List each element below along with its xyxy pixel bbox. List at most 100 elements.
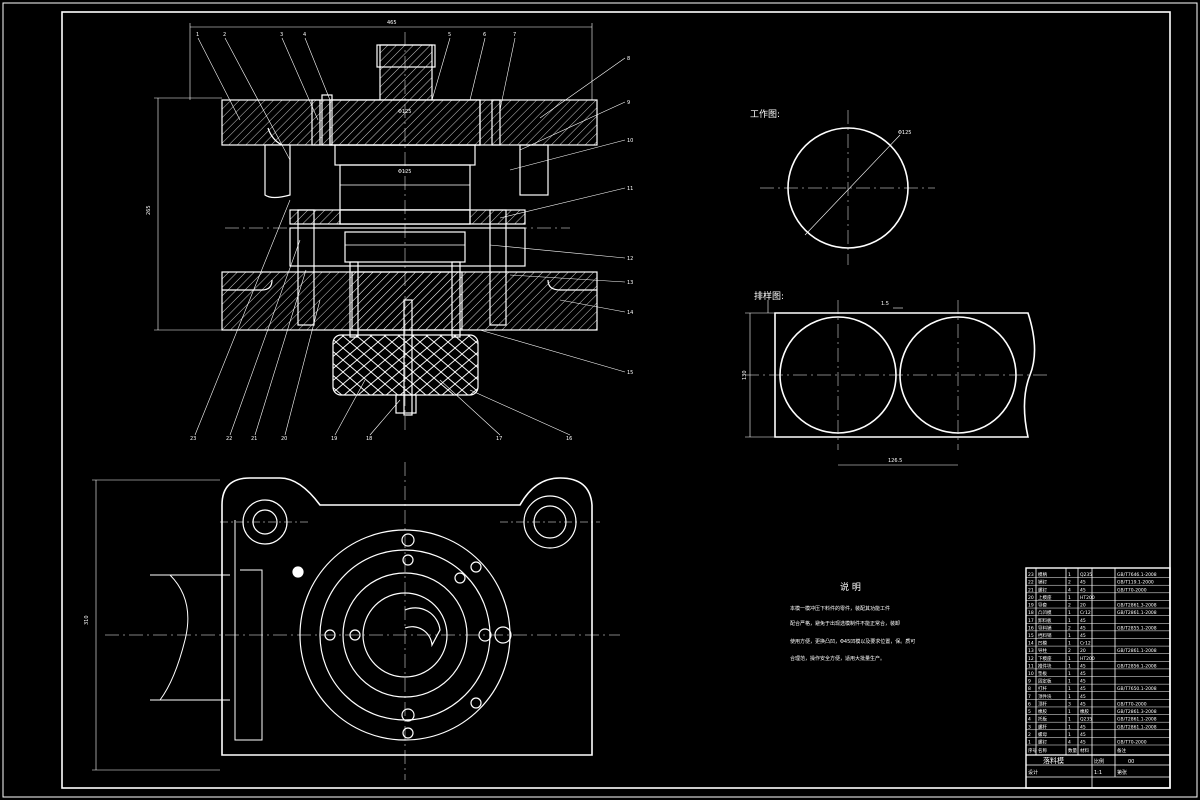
workpiece-title: 工作图: [750,108,780,120]
bom-cell-qty: 1 [1068,686,1071,692]
bom-cell-no: 13 [1028,648,1034,654]
bom-cell-qty: 1 [1068,633,1071,639]
part-number: 13 [627,280,633,286]
part-number: 18 [366,436,372,442]
part-number: 2 [223,32,226,38]
bom-cell-material: 45 [1080,724,1086,730]
part-number: 23 [190,436,196,442]
notes-line: 本模一模冲压下料件的零件，装配其功能工件 [790,605,890,612]
plan-height-label: 310 [84,615,90,625]
part-number: 15 [627,370,633,376]
notes-title: 说 明 [840,581,861,593]
title-block-sheet: 第张 [1117,769,1127,776]
bom-cell-remark: GB/T2861.3-2008 [1117,709,1157,715]
title-block-designer: 设计 [1028,769,1038,776]
bom-cell-material: 45 [1080,633,1086,639]
part-numbers-top: 1 2 3 4 5 6 7 [196,32,516,38]
bom-cell-material: HT200 [1080,656,1095,662]
top-dimension-label: 465 [387,20,397,26]
bom-cell-no: 12 [1028,656,1034,662]
bom-cell-material: 45 [1080,663,1086,669]
bom-cell-name: 导柱 [1038,647,1047,654]
bom-cell-qty: 1 [1068,732,1071,738]
bom-cell-material: 45 [1080,580,1086,586]
bom-cell-name: 下模座 [1038,655,1052,662]
bom-cell-qty: 1 [1068,572,1071,578]
bom-cell-qty: 4 [1068,740,1071,746]
bom-cell-remark: GB/T70-2000 [1117,587,1147,593]
bom-cell-name: 模柄 [1038,571,1047,578]
bom-cell-qty: 1 [1068,694,1071,700]
part-number: 14 [627,310,633,316]
bom-cell-qty: 1 [1068,679,1071,685]
bom-header-material: 材料 [1080,747,1089,754]
bom-cell-name: 橡胶 [1038,708,1047,715]
bom-cell-no: 20 [1028,595,1034,601]
bom-cell-qty: 1 [1068,671,1071,677]
bom-cell-remark: GB/T7646.1-2008 [1117,572,1157,578]
bom-cell-name: 凹模 [1038,640,1047,647]
plan-view [92,462,620,780]
bom-cell-name: 卸料板 [1038,617,1052,624]
bom-cell-material: 45 [1080,686,1086,692]
bom-cell-remark: GB/T7650.1-2008 [1117,686,1157,692]
bom-cell-remark: GB/T2861.3-2008 [1117,603,1157,609]
bom-cell-name: 顶件块 [1038,693,1052,700]
bom-cell-no: 3 [1028,724,1031,730]
bom-cell-no: 4 [1028,717,1031,723]
part-number: 11 [627,186,633,192]
bom-cell-qty: 2 [1068,648,1071,654]
notes-line: 使用方便，更换凸凹，Φ45凹模以及要求位置，保。质可 [790,638,915,645]
part-number: 3 [280,32,283,38]
height-dimension-label: 265 [146,205,152,215]
part-number: 17 [496,436,502,442]
bom-cell-name: 导料销 [1038,624,1052,631]
bom-cell-material: 45 [1080,740,1086,746]
strip-layout-title: 排样图: [754,290,784,302]
bom-cell-material: Q235 [1080,572,1092,578]
bom-cell-no: 6 [1028,701,1031,707]
bom-header-name: 名称 [1038,747,1047,754]
part-number: 21 [251,436,257,442]
bom-cell-name: 螺钉 [1038,586,1047,593]
section-view [154,23,626,436]
title-block [1025,567,1171,789]
bom-cell-qty: 3 [1068,701,1071,707]
bom-cell-name: 凸凹模 [1038,609,1052,616]
bom-cell-no: 19 [1028,603,1034,609]
bom-cell-remark: GB/T2856.1-2008 [1117,663,1157,669]
bom-cell-no: 22 [1028,580,1034,586]
bom-cell-material: 20 [1080,648,1086,654]
bom-cell-material: Q235 [1080,717,1092,723]
bom-cell-qty: 1 [1068,663,1071,669]
bom-cell-name: 螺母 [1038,731,1047,738]
bom-cell-no: 17 [1028,618,1034,624]
bom-cell-material: 橡胶 [1080,708,1089,715]
bom-cell-material: Cr12 [1080,641,1091,647]
bom-cell-material: 45 [1080,679,1086,685]
bom-cell-name: 导套 [1038,602,1047,609]
bom-cell-remark: GB/T2861.1-2008 [1117,610,1157,616]
bom-cell-name: 垫板 [1038,670,1047,677]
part-number: 12 [627,256,633,262]
bom-cell-remark: GB/T2861.1-2008 [1117,724,1157,730]
bom-header-no: 序号 [1028,747,1037,754]
bom-cell-name: 销钉 [1038,579,1047,586]
bom-cell-remark: GB/T70-2000 [1117,701,1147,707]
notes-line: 配合严格，避免于出现选模制件不能正常合，装卸 [790,620,900,627]
bom-cell-name: 打杆 [1038,685,1047,692]
bom-cell-qty: 1 [1068,717,1071,723]
bom-cell-no: 2 [1028,732,1031,738]
bom-cell-name: 托板 [1038,716,1047,723]
bom-cell-no: 10 [1028,671,1034,677]
strip-gap-label: 1.5 [881,301,889,307]
bom-cell-no: 5 [1028,709,1031,715]
bom-cell-qty: 1 [1068,724,1071,730]
part-numbers-right: 8 9 10 11 12 13 14 15 [627,56,633,376]
bom-cell-material: 45 [1080,625,1086,631]
part-number: 6 [483,32,486,38]
bom-cell-no: 16 [1028,625,1034,631]
